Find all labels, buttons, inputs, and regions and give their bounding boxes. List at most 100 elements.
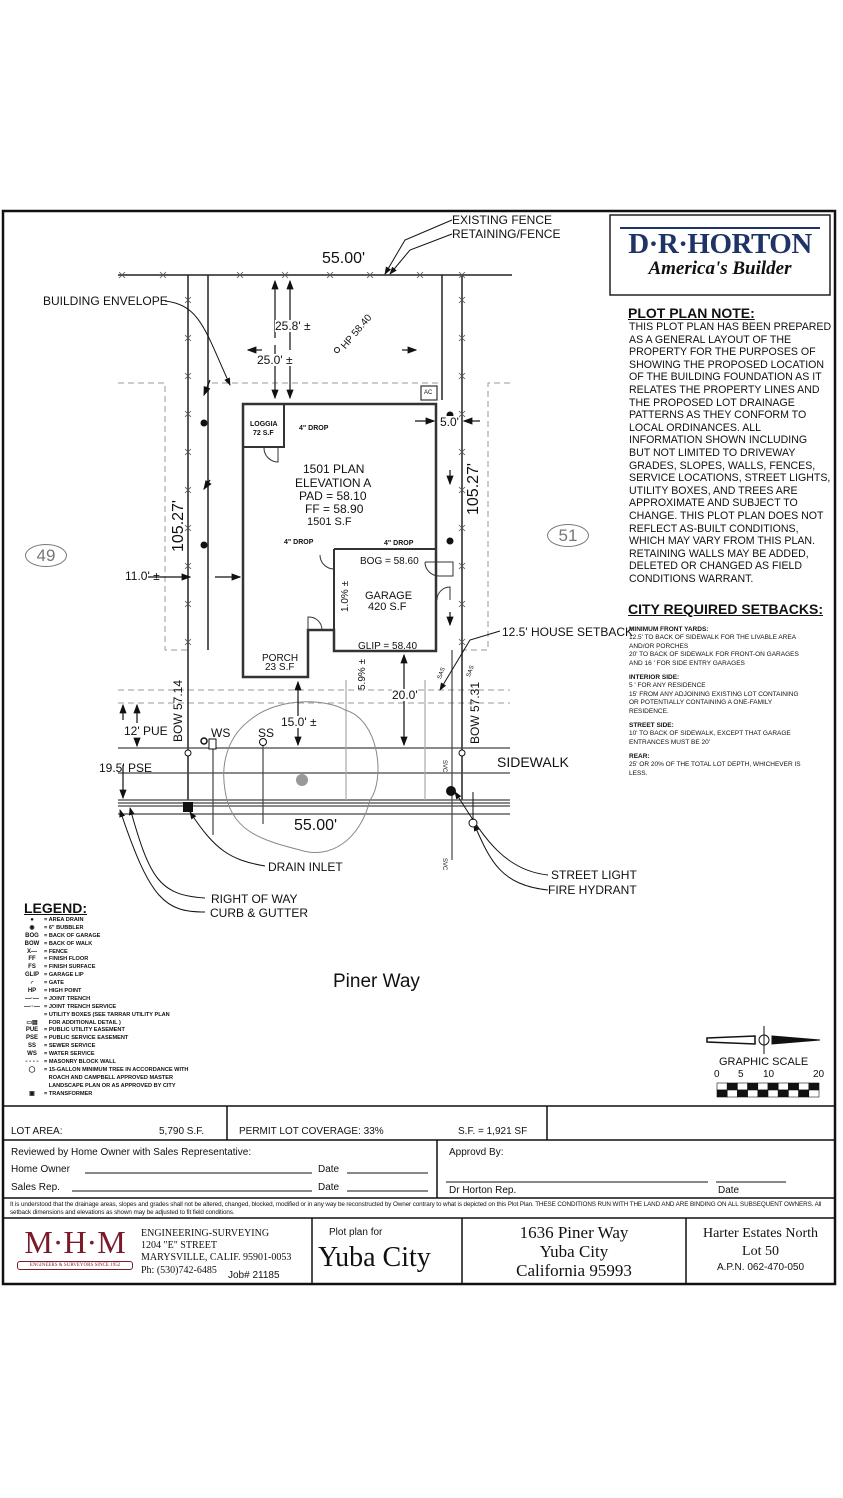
legend-text: = JOINT TRENCH bbox=[44, 995, 91, 1002]
scale-tick-10: 10 bbox=[763, 1069, 775, 1080]
plot-note-line: WHICH MAY VARY FROM THIS PLAN. bbox=[629, 535, 816, 548]
legend-text: = MASONRY BLOCK WALL bbox=[44, 1058, 116, 1065]
fence-marker bbox=[366, 271, 374, 279]
street-light-label: STREET LIGHT bbox=[551, 868, 637, 882]
existing-fence-label: EXISTING FENCE bbox=[452, 213, 553, 227]
fence-marker bbox=[184, 600, 192, 608]
right-of-way-label: RIGHT OF WAY bbox=[211, 892, 298, 906]
scale-segment bbox=[747, 1089, 759, 1098]
fence-marker bbox=[184, 562, 192, 570]
scale-segment bbox=[716, 1082, 728, 1091]
garage-label: GARAGE bbox=[365, 590, 413, 602]
lot-number: Lot 50 bbox=[742, 1244, 779, 1259]
plot-note-line: PROPERTY FOR THE PURPOSES OF bbox=[629, 346, 816, 359]
apn: A.P.N. 062-470-050 bbox=[716, 1262, 805, 1273]
lot-area-value: 5,790 S.F. bbox=[159, 1126, 205, 1137]
legend-text: = GATE bbox=[44, 980, 64, 987]
drop-label: 4" DROP bbox=[284, 539, 314, 546]
loggia-label: LOGGIA bbox=[250, 421, 278, 428]
lot-coverage: PERMIT LOT COVERAGE: 33% bbox=[239, 1126, 384, 1137]
house-area: 1501 S.F bbox=[307, 516, 352, 528]
legend-title: LEGEND: bbox=[24, 900, 87, 916]
house-footprint bbox=[241, 402, 438, 679]
lot-depth-left: 105.27' bbox=[170, 500, 187, 552]
legend-symbol: X— bbox=[26, 948, 37, 955]
setback-heading: STREET SIDE: bbox=[629, 722, 674, 729]
building-sf: S.F. = 1,921 SF bbox=[458, 1126, 528, 1137]
dr-horton-logo: D·R·HORTON America's Builder bbox=[614, 219, 826, 291]
scale-segment bbox=[716, 1089, 728, 1098]
plot-note-line: PATTERNS AS THEY CONFORM TO bbox=[629, 409, 807, 422]
plot-note-line: AS A GENERAL LAYOUT OF THE bbox=[629, 333, 792, 346]
firm-line: MARYSVILLE, CALIF. 95901-0053 bbox=[141, 1252, 292, 1263]
plot-note-line: DELETED OR CHANGED AS FIELD bbox=[629, 560, 803, 573]
plot-note-line: CHANGE. THIS PLOT PLAN DOES NOT bbox=[629, 509, 824, 522]
setback-line: 10' TO BACK OF SIDEWALK, EXCEPT THAT GAR… bbox=[629, 730, 791, 737]
scale-segment bbox=[798, 1082, 810, 1091]
legend-item: X—= FENCE bbox=[20, 948, 188, 956]
setback-line: 12.5' TO BACK OF SIDEWALK FOR THE LIVABL… bbox=[629, 634, 797, 641]
plot-note-line: LOCAL ORDINANCES. ALL bbox=[629, 421, 762, 434]
legend-symbol: HP bbox=[27, 987, 37, 994]
date-label: Date bbox=[718, 1185, 740, 1196]
scale-segment bbox=[757, 1082, 769, 1091]
legend-text: LANDSCAPE PLAN OR AS APPROVED BY CITY bbox=[44, 1082, 176, 1089]
plot-note-line: BUT NOT LIMITED TO DRIVEWAY bbox=[629, 446, 796, 459]
dimension-arrows bbox=[119, 279, 480, 800]
plot-note-line: CONDITIONS WARRANT. bbox=[629, 572, 754, 585]
fence-markers bbox=[118, 271, 466, 646]
scale-segment bbox=[777, 1089, 789, 1098]
plot-note-line: SHOWING THE PROPOSED LOCATION bbox=[629, 358, 825, 371]
plot-note-line: GRADES, SLOPES, WALLS, FENCES, bbox=[629, 459, 816, 472]
fence-marker bbox=[236, 271, 244, 279]
legend-item: ▭▤ FOR ADDITIONAL DETAIL ) bbox=[20, 1019, 188, 1027]
fence-marker bbox=[281, 271, 289, 279]
job-number: Job# 21185 bbox=[228, 1270, 280, 1281]
drop-label: 4" DROP bbox=[299, 425, 329, 432]
legend-text: ROACH AND CAMPBELL APPROVED MASTER bbox=[44, 1074, 174, 1081]
plot-note-line: APPROXIMATE AND SUBJECT TO bbox=[629, 497, 798, 510]
subdivision-info: Harter Estates North Lot 50 A.P.N. 062-4… bbox=[686, 1225, 835, 1275]
legend-text: = GARAGE LIP bbox=[44, 972, 84, 979]
subdivision-name: Harter Estates North bbox=[702, 1226, 819, 1241]
legend-item: ◜= GATE bbox=[20, 979, 188, 987]
glip-elevation: GLIP = 58.40 bbox=[358, 641, 418, 652]
pse-label: 19.5' PSE bbox=[99, 761, 152, 775]
legend-text: = BACK OF WALK bbox=[44, 940, 93, 947]
building-envelope-label: BUILDING ENVELOPE bbox=[43, 294, 168, 308]
house-plan-label: 1501 PLAN bbox=[303, 462, 365, 476]
setback-line: AND/OR PORCHES bbox=[629, 642, 689, 650]
property-lines bbox=[118, 274, 512, 800]
house-setback-label: 12.5' HOUSE SETBACK bbox=[502, 625, 634, 639]
scale-tick-0: 0 bbox=[714, 1069, 720, 1080]
porch-label: PORCH bbox=[262, 653, 299, 664]
city-name: Yuba City bbox=[318, 1242, 431, 1273]
property-address: 1636 Piner Way Yuba City California 9599… bbox=[462, 1223, 686, 1280]
address-line: California 95993 bbox=[516, 1261, 632, 1280]
legend-item: HP= HIGH POINT bbox=[20, 987, 188, 995]
legend-text: = WATER SERVICE bbox=[44, 1051, 95, 1058]
scale-segment bbox=[726, 1082, 738, 1091]
rear-setback-dimension: 25.8' ± bbox=[275, 319, 311, 333]
loggia-area: 72 S.F bbox=[253, 430, 274, 437]
utility-symbols bbox=[183, 347, 478, 828]
scale-segment bbox=[767, 1082, 779, 1091]
legend-item: FS= FINISH SURFACE bbox=[20, 963, 188, 971]
leader-lines bbox=[119, 219, 549, 913]
legend-text: = PUBLIC UTILITY EASEMENT bbox=[44, 1027, 125, 1034]
setback-heading: REAR: bbox=[629, 753, 650, 760]
firm-line: 1204 "E" STREET bbox=[141, 1240, 217, 1251]
legend-item: ●= AREA DRAIN bbox=[20, 916, 188, 924]
legend-item: —·—= JOINT TRENCH bbox=[20, 995, 188, 1003]
plot-note-line: INFORMATION SHOWN INCLUDING bbox=[629, 434, 808, 447]
curb-gutter-label: CURB & GUTTER bbox=[210, 906, 309, 920]
legend-text: = 6" BUBBLER bbox=[44, 924, 84, 931]
fence-marker bbox=[184, 486, 192, 494]
fence-marker bbox=[184, 410, 192, 418]
legend-item: ◉= 6" BUBBLER bbox=[20, 924, 188, 932]
garage-area: 420 S.F bbox=[368, 601, 407, 613]
scale-segment bbox=[788, 1082, 799, 1091]
legend-item: FF= FINISH FLOOR bbox=[20, 955, 188, 963]
legend-symbol: ▭▤ bbox=[26, 1020, 38, 1027]
